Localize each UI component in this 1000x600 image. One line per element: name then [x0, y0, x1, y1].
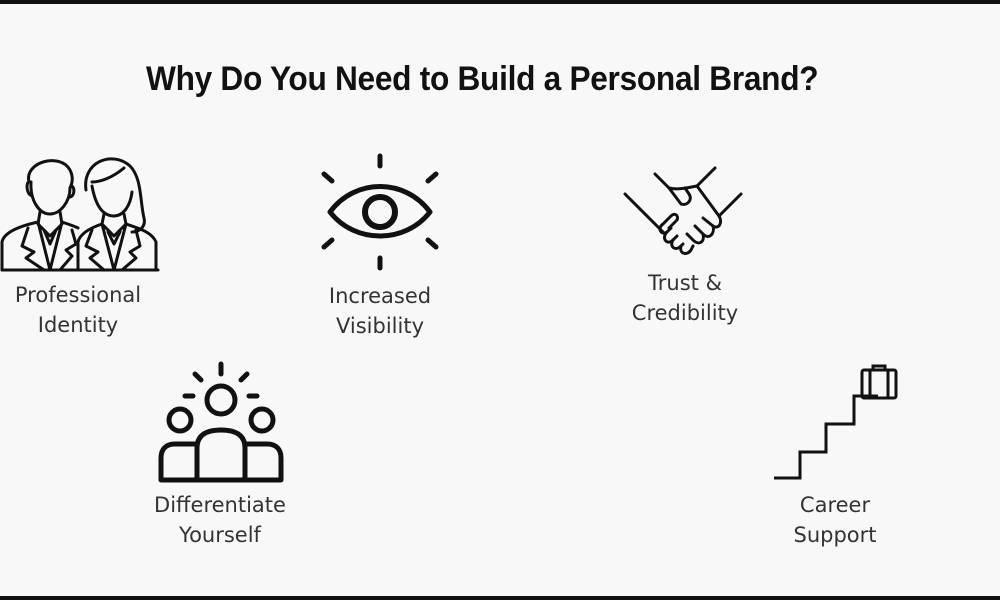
label-differentiate-yourself: Differentiate Yourself: [145, 490, 295, 550]
label-line-2: Credibility: [631, 301, 739, 325]
label-line-1: Professional: [14, 283, 142, 307]
label-increased-visibility: Increased Visibility: [310, 281, 450, 341]
standout-person-icon: [158, 361, 284, 483]
page-title: Why Do You Need to Build a Personal Bran…: [146, 60, 819, 98]
label-line-1: Trust &: [648, 271, 722, 295]
item-increased-visibility: Increased Visibility: [310, 150, 450, 340]
label-line-1: Career: [799, 493, 871, 517]
label-professional-identity: Professional Identity: [0, 280, 156, 340]
label-line-1: Differentiate: [154, 493, 286, 517]
item-trust-credibility: Trust & Credibility: [615, 160, 755, 330]
label-career-support: Career Support: [760, 490, 910, 550]
career-stairs-icon: [774, 364, 898, 480]
label-line-2: Support: [793, 523, 877, 547]
bottom-border: [0, 596, 1000, 600]
professionals-icon: [0, 157, 160, 272]
item-differentiate-yourself: Differentiate Yourself: [145, 360, 295, 560]
label-line-2: Identity: [37, 313, 119, 337]
item-career-support: Career Support: [760, 360, 910, 560]
label-trust-credibility: Trust & Credibility: [615, 268, 755, 328]
top-border: [0, 0, 1000, 4]
handshake-icon: [623, 166, 743, 255]
label-line-2: Visibility: [335, 314, 424, 338]
label-line-1: Increased: [328, 284, 432, 308]
label-line-2: Yourself: [179, 523, 261, 547]
item-professional-identity: Professional Identity: [0, 150, 160, 340]
eye-icon: [321, 153, 439, 271]
